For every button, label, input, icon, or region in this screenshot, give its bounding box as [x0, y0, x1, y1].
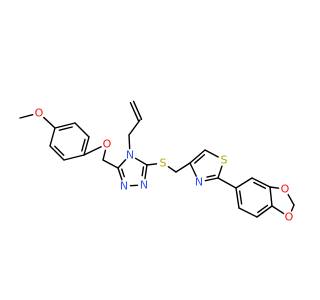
bond-line: [134, 157, 148, 166]
bond-line: [128, 119, 141, 136]
bond-line: [83, 136, 90, 156]
bond-line: [235, 187, 240, 209]
bond-line: [239, 190, 243, 205]
bond-line: [128, 134, 131, 150]
bond-line: [81, 138, 86, 152]
bond-line: [175, 162, 191, 173]
bond-line: [43, 116, 56, 129]
bond-line: [19, 113, 34, 119]
bond-line: [204, 177, 219, 182]
bond-line: [102, 149, 107, 161]
bond-line: [189, 162, 197, 177]
atom-label-s-thioether: S: [160, 157, 167, 170]
bond-line: [194, 154, 206, 164]
bond-line: [238, 207, 258, 218]
bond-line: [204, 149, 219, 158]
bond-line: [287, 193, 295, 206]
atom-label-n-triazole-2: N: [140, 179, 148, 192]
bond-line: [251, 177, 271, 188]
bond-line: [141, 166, 145, 177]
atom-label-n-thiazole: N: [195, 176, 203, 189]
bond-line: [206, 174, 216, 178]
bond-line: [63, 154, 85, 161]
bond-line: [74, 122, 90, 138]
bond-line: [269, 186, 280, 189]
bond-line: [117, 159, 127, 169]
atom-label-n-triazole-1: N: [120, 180, 128, 193]
bond-line: [121, 168, 125, 178]
atom-label-o-dioxole-top: O: [281, 183, 290, 196]
bond-line: [257, 204, 269, 214]
bond-line: [269, 186, 273, 207]
bonds: [19, 100, 295, 218]
bond-line: [58, 126, 73, 131]
bond-line: [144, 164, 148, 180]
bond-line: [271, 205, 285, 215]
bond-line: [129, 101, 140, 122]
atom-label-o-methoxy: O: [35, 107, 44, 120]
bond-line: [217, 177, 237, 189]
bond-line: [83, 146, 102, 156]
atom-label-o-dioxole-bottom: O: [285, 211, 294, 224]
bond-line: [167, 165, 177, 173]
bond-line: [49, 127, 56, 147]
atom-label-o-ether: O: [103, 138, 112, 151]
bond-line: [253, 181, 267, 189]
bond-line: [54, 145, 65, 156]
bond-line: [146, 163, 158, 166]
atom-label-n-triazole-4: N: [126, 149, 134, 162]
bond-line: [235, 177, 253, 189]
bond-line: [54, 122, 76, 129]
bond-line: [117, 167, 123, 181]
bond-line: [189, 149, 206, 164]
bond-line: [49, 145, 65, 161]
atom-label-s-thiazole: S: [221, 154, 228, 167]
bond-line: [256, 205, 273, 218]
bond-line: [132, 100, 143, 121]
bond-line: [290, 204, 295, 212]
bond-line: [102, 159, 119, 169]
bond-line: [217, 165, 223, 179]
